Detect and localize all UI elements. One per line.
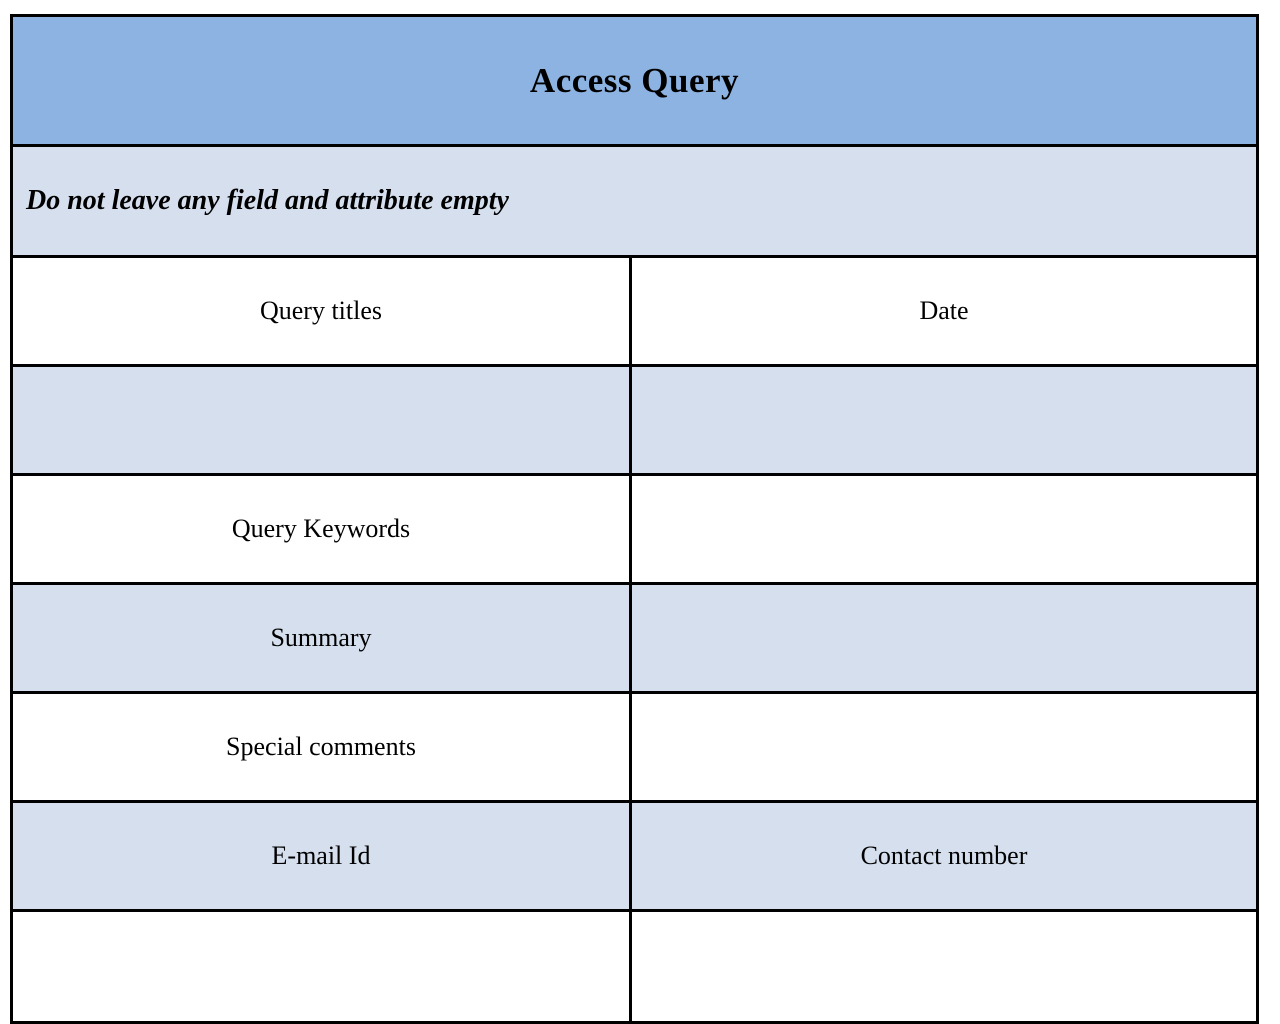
input-date[interactable] bbox=[632, 367, 1256, 473]
label-special-comments: Special comments bbox=[13, 694, 632, 800]
label-date: Date bbox=[919, 296, 969, 325]
label-summary: Summary bbox=[13, 585, 632, 691]
table-row: E-mail Id Contact number bbox=[13, 803, 1256, 912]
access-query-form: Access Query Do not leave any field and … bbox=[10, 14, 1259, 1024]
input-email-id[interactable] bbox=[13, 912, 632, 1021]
input-contact-number[interactable] bbox=[632, 912, 1256, 1021]
table-row: Special comments bbox=[13, 694, 1256, 803]
instruction-text: Do not leave any field and attribute emp… bbox=[26, 185, 509, 216]
label-query-titles: Query titles bbox=[13, 258, 632, 364]
table-row: Summary bbox=[13, 585, 1256, 694]
input-special-comments[interactable] bbox=[632, 694, 1256, 800]
input-summary[interactable] bbox=[632, 585, 1256, 691]
input-query-titles[interactable] bbox=[13, 367, 632, 473]
form-title: Access Query bbox=[529, 60, 740, 100]
input-query-keywords[interactable] bbox=[632, 476, 1256, 582]
table-row bbox=[13, 912, 1256, 1021]
form-header: Access Query bbox=[13, 17, 1256, 147]
table-row: Query Keywords bbox=[13, 476, 1256, 585]
label-contact-number: Contact number bbox=[860, 841, 1028, 870]
instruction-row: Do not leave any field and attribute emp… bbox=[13, 147, 1256, 258]
label-email-id: E-mail Id bbox=[13, 803, 632, 909]
table-row bbox=[13, 367, 1256, 476]
table-row: Query titles Date bbox=[13, 258, 1256, 367]
label-query-keywords: Query Keywords bbox=[13, 476, 632, 582]
